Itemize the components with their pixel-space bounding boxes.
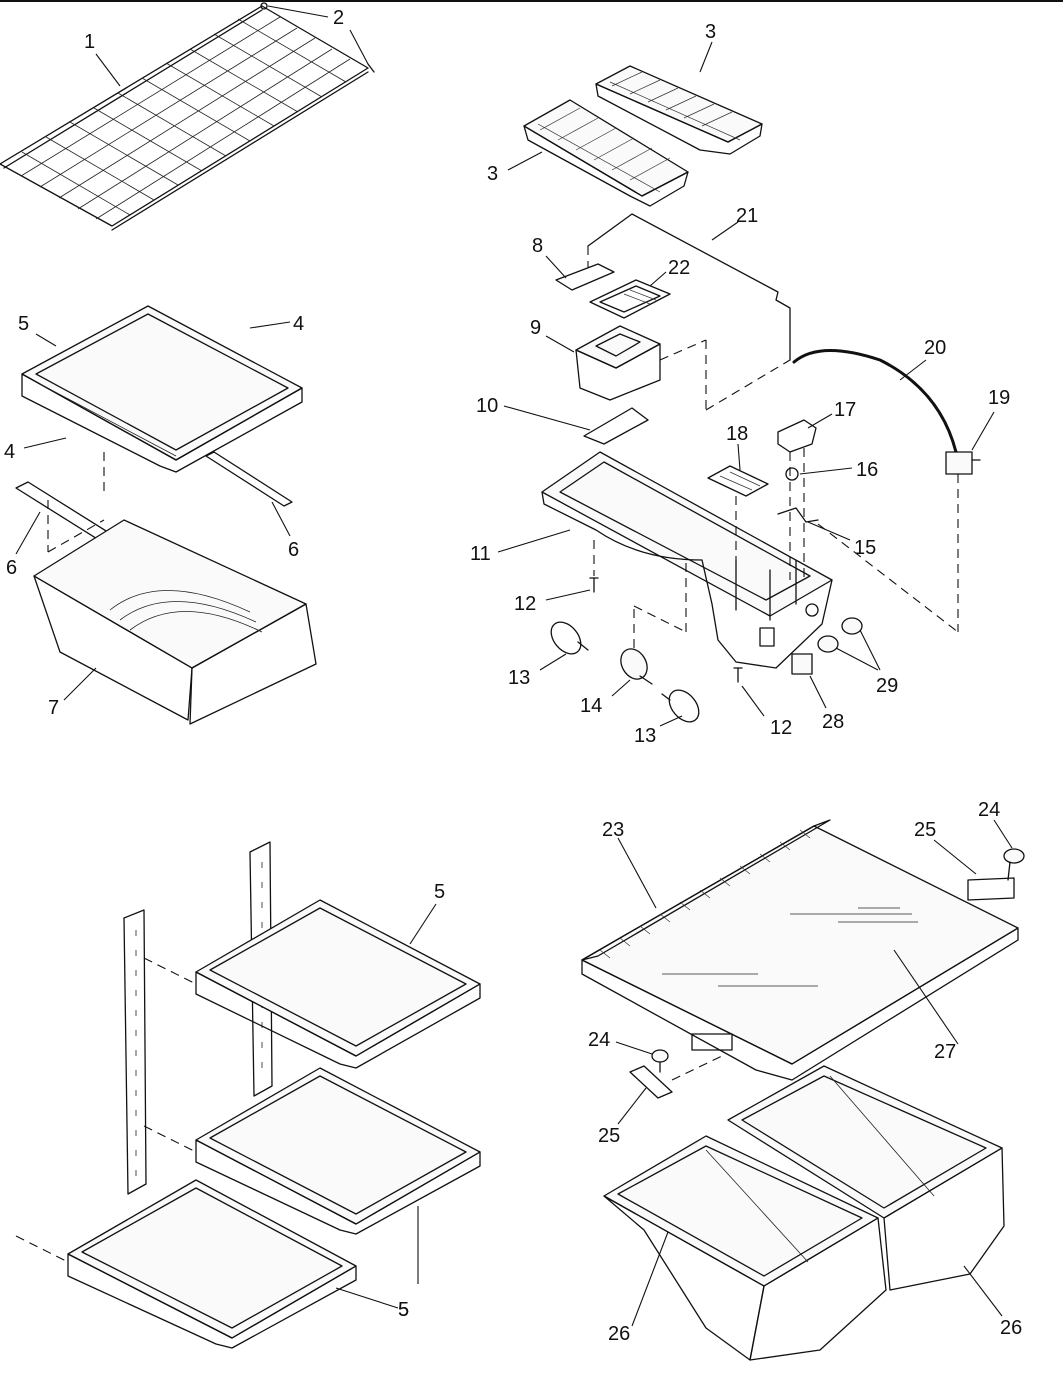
light-bulb-13-upper (550, 621, 589, 655)
callout-23: 23 (602, 819, 624, 841)
callout-13-lower: 13 (634, 725, 656, 747)
control-knob-29-b (841, 617, 863, 635)
callout-20: 20 (924, 337, 946, 359)
glass-shelf-lower-middle (195, 1067, 481, 1235)
ice-tray-lower (523, 99, 689, 207)
callout-19: 19 (988, 387, 1010, 409)
callout-11: 11 (470, 543, 491, 565)
callout-27: 27 (934, 1041, 956, 1063)
callout-18: 18 (726, 423, 748, 445)
callout-5-upper-left: 5 (18, 313, 29, 335)
callout-26-right: 26 (1000, 1317, 1022, 1339)
callout-12-right: 12 (770, 717, 792, 739)
mounting-plate-8 (555, 263, 615, 291)
crisper-cover-23 (581, 819, 1019, 1081)
callout-14: 14 (580, 695, 602, 717)
callout-8: 8 (532, 235, 543, 257)
callout-9: 9 (530, 317, 541, 339)
callout-6-left: 6 (6, 557, 17, 579)
callout-4-left: 4 (4, 441, 15, 463)
callout-21: 21 (736, 205, 758, 227)
cover-support-25-left (629, 1065, 673, 1099)
light-cover-22 (589, 279, 671, 319)
callout-4-right: 4 (293, 313, 304, 335)
support-clip-24-right (1003, 848, 1025, 881)
callout-25-right: 25 (914, 819, 936, 841)
callout-22: 22 (668, 257, 690, 279)
callout-5-shelf-bottom: 5 (398, 1299, 409, 1321)
control-board-18 (707, 465, 769, 497)
callout-5-shelf-top: 5 (434, 881, 445, 903)
callout-29: 29 (876, 675, 898, 697)
control-housing-9 (575, 325, 661, 401)
callout-15: 15 (854, 537, 876, 559)
callout-12-left: 12 (514, 593, 536, 615)
cover-support-25-right (967, 877, 1015, 901)
callout-3-lower: 3 (487, 163, 498, 185)
callout-5-shelf-middle: 5 (398, 1299, 409, 1321)
wire-shelf (0, 2, 375, 231)
screw-12-right (733, 667, 743, 683)
door-switch-19 (945, 451, 981, 475)
glass-shelf-upper-left (21, 305, 303, 473)
callout-24-right: 24 (978, 799, 1000, 821)
callout-10: 10 (476, 395, 498, 417)
crisper-pan-26-left (603, 1135, 887, 1361)
shelf-rail-front (123, 909, 147, 1195)
spring-15 (777, 507, 819, 523)
callout-1: 1 (84, 31, 95, 53)
callout-26-left: 26 (608, 1323, 630, 1345)
callout-17: 17 (834, 399, 856, 421)
callout-3-upper: 3 (705, 21, 716, 43)
wire-harness-21 (587, 213, 791, 361)
diffuser-10 (583, 407, 649, 445)
grommet-16 (785, 467, 799, 481)
crisper-drawer-left (33, 519, 317, 725)
callout-2: 2 (333, 7, 344, 29)
control-knob-29-a (817, 635, 839, 653)
crisper-pan-26-right (727, 1065, 1005, 1291)
callout-28: 28 (822, 711, 844, 733)
shelf-slide-right (205, 451, 293, 507)
glass-shelf-lower-bottom (67, 1179, 357, 1349)
retainer-clip-17 (777, 419, 817, 453)
light-bulb-13-lower (661, 689, 700, 723)
screw-12-left (589, 577, 599, 593)
glass-shelf-lower-top (195, 899, 481, 1069)
bulb-socket-14 (620, 648, 653, 685)
light-housing-11 (541, 451, 833, 669)
wire-lead-20 (792, 349, 958, 454)
support-clip-24-left (651, 1049, 669, 1073)
connector-28 (791, 653, 813, 675)
callout-25-left: 25 (598, 1125, 620, 1147)
callout-13-upper: 13 (508, 667, 530, 689)
callout-16: 16 (856, 459, 878, 481)
callout-6-right: 6 (288, 539, 299, 561)
callout-7: 7 (48, 697, 59, 719)
ice-tray-upper (595, 65, 763, 155)
callout-24-left: 24 (588, 1029, 610, 1051)
